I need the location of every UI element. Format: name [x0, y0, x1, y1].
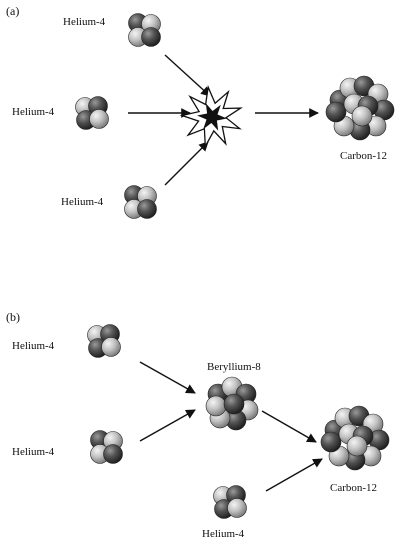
panel-b-tag: (b) [6, 310, 20, 324]
carbon-12-nucleus-b [320, 405, 390, 471]
arrow-a3 [164, 141, 209, 186]
proton-sphere [325, 101, 347, 123]
nuclei-layer [75, 13, 395, 519]
neutron-sphere [351, 105, 373, 127]
proton-sphere [141, 27, 161, 47]
carbon-12-nucleus-a [325, 75, 395, 141]
helium-4-nucleus-b-top [87, 324, 121, 358]
helium-4-nucleus-a-top [128, 13, 161, 47]
helium-4-nucleus-b-third [213, 485, 247, 519]
burst-core [197, 103, 227, 131]
neutron-sphere [89, 109, 109, 129]
neutron-sphere [101, 337, 121, 357]
label-b-helium-top: Helium-4 [12, 340, 55, 352]
panel-b-arrows [139, 361, 323, 492]
helium-4-nucleus-b-bottom [90, 430, 123, 464]
collision-burst-icon [179, 84, 243, 149]
label-a-carbon: Carbon-12 [340, 150, 388, 162]
neutron-sphere [346, 435, 368, 457]
label-b-helium-third: Helium-4 [202, 528, 245, 540]
label-a-helium-bottom: Helium-4 [61, 196, 104, 208]
proton-sphere [320, 431, 342, 453]
arrow-b2 [139, 409, 196, 442]
helium-4-nucleus-a-bottom [124, 185, 157, 219]
helium-4-nucleus-a-mid [75, 96, 109, 130]
panel-a-arrows [128, 54, 319, 186]
neutron-sphere [227, 498, 247, 518]
proton-sphere [103, 444, 123, 464]
label-b-helium-bottom: Helium-4 [12, 446, 55, 458]
label-b-beryllium: Beryllium-8 [207, 361, 261, 373]
arrow-b1 [139, 361, 196, 394]
label-a-helium-mid: Helium-4 [12, 106, 55, 118]
panel-a-tag: (a) [6, 4, 20, 18]
label-a-helium-top: Helium-4 [63, 16, 106, 28]
neutron-sphere [205, 395, 227, 417]
proton-sphere [223, 393, 245, 415]
proton-sphere [137, 199, 157, 219]
arrow-a1 [164, 54, 211, 97]
beryllium-8-nucleus-b [205, 376, 259, 431]
label-b-carbon: Carbon-12 [330, 482, 378, 494]
arrow-b3 [261, 410, 317, 443]
arrow-b4 [265, 458, 323, 492]
